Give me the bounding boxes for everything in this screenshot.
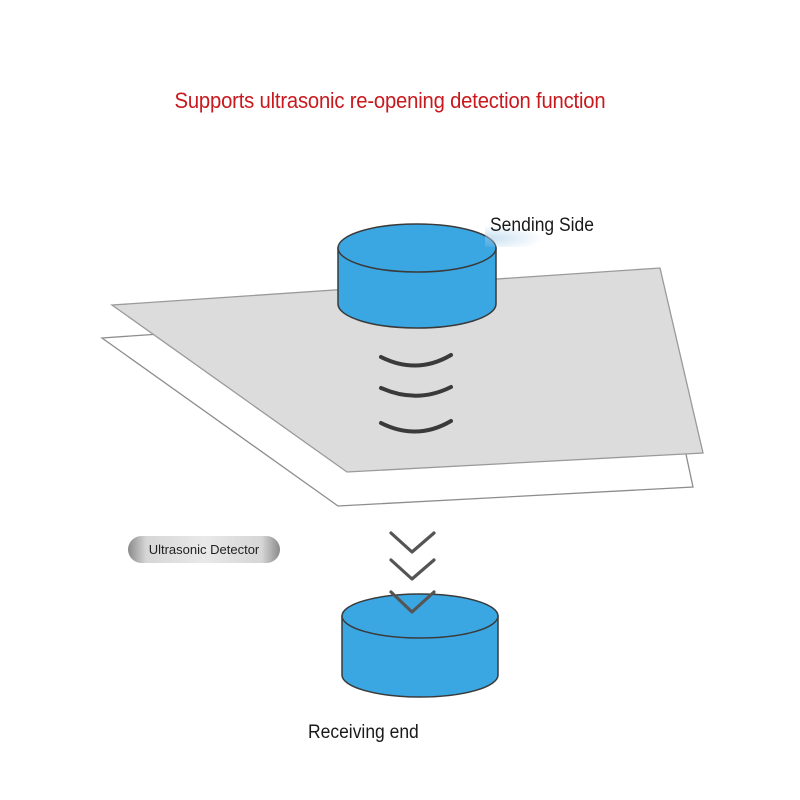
wave-3 xyxy=(379,419,453,434)
wave-2 xyxy=(379,385,453,398)
receiving-cylinder-body xyxy=(341,615,499,698)
sending-label-glow xyxy=(485,225,545,247)
chevron-2 xyxy=(389,558,436,581)
receiving-cylinder-top xyxy=(341,593,499,639)
cylinder-transmitter-icon xyxy=(337,223,497,329)
sound-wave-icon xyxy=(379,353,453,434)
cylinder-receiver-icon xyxy=(341,593,499,698)
detector-label: Ultrasonic Detector xyxy=(148,542,260,557)
receiving-end-label: Receiving end xyxy=(308,722,419,743)
chevron-1 xyxy=(389,531,436,554)
diagram-title: Supports ultrasonic re-opening detection… xyxy=(174,88,606,113)
ultrasonic-detector-badge: Ultrasonic Detector xyxy=(128,536,280,563)
wave-1 xyxy=(379,353,453,368)
chevron-3 xyxy=(389,590,436,614)
sending-side-label: Sending Side xyxy=(490,215,595,236)
chevron-down-icon xyxy=(389,531,436,581)
sending-cylinder-top xyxy=(337,223,497,273)
